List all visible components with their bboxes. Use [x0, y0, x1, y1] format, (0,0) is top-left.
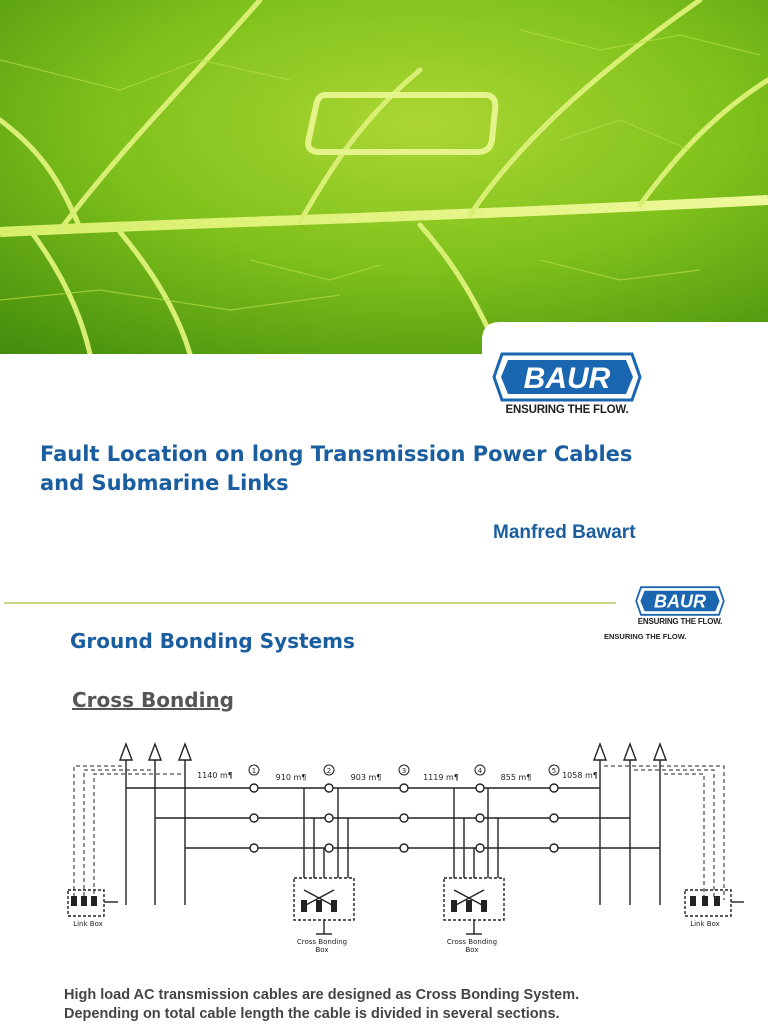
leaf-hero-image [0, 0, 768, 354]
joint-number: 4 [478, 767, 483, 775]
cross-bonding-box-label: Cross Bonding [297, 938, 347, 946]
section-heading: Ground Bonding Systems [70, 629, 355, 653]
right-terminations [592, 742, 668, 905]
cross-bonding-box-1 [293, 788, 355, 935]
section-length: 903 m¶ [351, 773, 382, 782]
link-box-left [67, 889, 105, 917]
svg-text:BAUR: BAUR [654, 592, 706, 612]
cross-bonding-box-label-2: Box [465, 946, 478, 954]
cross-bonding-box-label: Cross Bonding [447, 938, 497, 946]
section-length: 1119 m¶ [423, 773, 459, 782]
joint-number: 5 [552, 767, 556, 775]
baur-tagline-small: ENSURING THE FLOW. [637, 617, 723, 626]
link-box-right-label: Link Box [690, 920, 720, 928]
slide-divider [4, 602, 616, 604]
presentation-title: Fault Location on long Transmission Powe… [40, 440, 740, 498]
sub-heading: Cross Bonding [72, 688, 235, 712]
baur-logo-small: BAUR ENSURING THE FLOW. [620, 586, 740, 626]
author-name: Manfred Bawart [493, 522, 636, 543]
joint-number: 2 [327, 767, 331, 775]
body-line-2: Depending on total cable length the cabl… [64, 1006, 560, 1022]
section-length: 855 m¶ [501, 773, 532, 782]
joint-number: 1 [252, 767, 256, 775]
title-line-2: and Submarine Links [40, 471, 289, 495]
joint-number: 3 [402, 767, 406, 775]
body-line-1: High load AC transmission cables are des… [64, 987, 580, 1003]
baur-tagline-secondary: ENSURING THE FLOW. [604, 632, 687, 641]
section-length: 1058 m¶ [562, 771, 598, 780]
baur-logo-badge: BAUR [492, 352, 642, 402]
link-box-left-label: Link Box [73, 920, 103, 928]
cross-bonding-box-2 [443, 788, 505, 935]
section-length: 1140 m¶ [197, 771, 233, 780]
cross-bonding-diagram: 1 2 3 4 5 1140 m¶ 910 m¶ 903 m¶ 1119 m¶ … [60, 730, 750, 964]
section-length: 910 m¶ [276, 773, 307, 782]
baur-logo: BAUR ENSURING THE FLOW. [472, 352, 662, 416]
cross-bonding-box-label-2: Box [315, 946, 328, 954]
link-box-right [684, 889, 732, 917]
body-text: High load AC transmission cables are des… [64, 986, 754, 1024]
baur-tagline: ENSURING THE FLOW. [505, 404, 629, 416]
svg-text:BAUR: BAUR [524, 362, 611, 395]
title-line-1: Fault Location on long Transmission Powe… [40, 442, 633, 466]
left-terminations [118, 742, 193, 905]
baur-logo-small-badge: BAUR [635, 586, 725, 616]
